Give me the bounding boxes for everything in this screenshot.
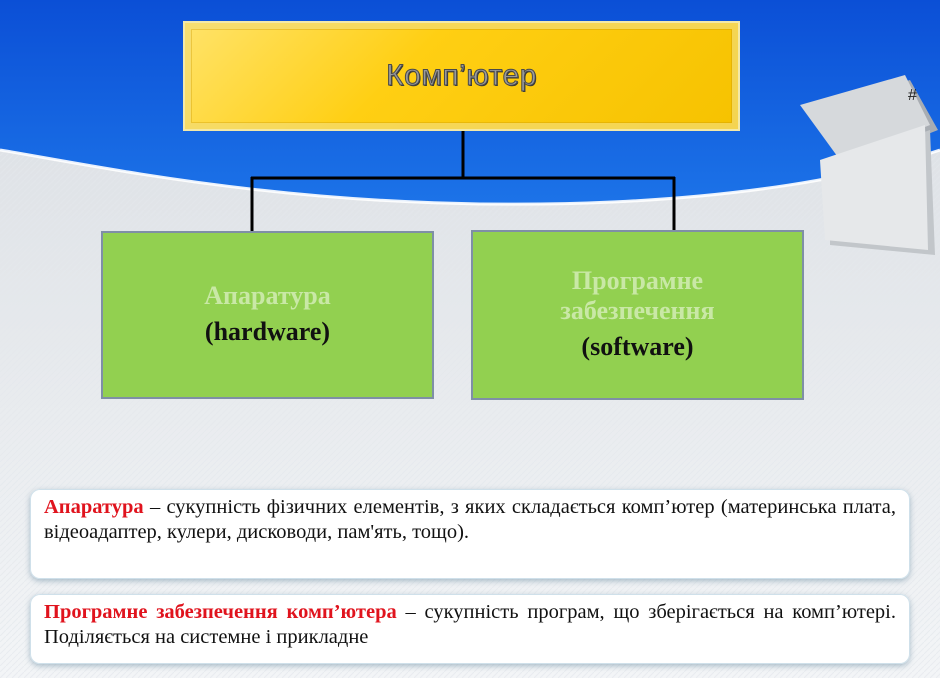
hardware-definition: Апаратура – сукупність фізичних елементі… [30,489,910,579]
software-definition-text: – сукупність програм, що зберігається на… [44,601,897,648]
computer-node: Комп’ютер [183,21,740,131]
hardware-node: Апаратура (hardware) [101,231,434,399]
software-node: Програмне забезпечення (software) [471,230,804,400]
software-definition: Програмне забезпечення комп’ютера – суку… [30,594,910,664]
hardware-subtitle: (hardware) [204,317,331,346]
svg-text:#: # [908,87,917,104]
computer-label: Комп’ютер [386,59,537,93]
software-title: Програмне забезпечення [560,266,715,325]
software-term: Програмне забезпечення комп’ютера [44,601,397,623]
software-subtitle: (software) [581,332,694,361]
paper-sheets-icon: # [790,70,940,265]
hardware-definition-text: – сукупність фізичних елементів, з яких … [44,496,896,543]
hardware-title: Апаратура [204,281,331,310]
hardware-term: Апаратура [44,496,144,518]
